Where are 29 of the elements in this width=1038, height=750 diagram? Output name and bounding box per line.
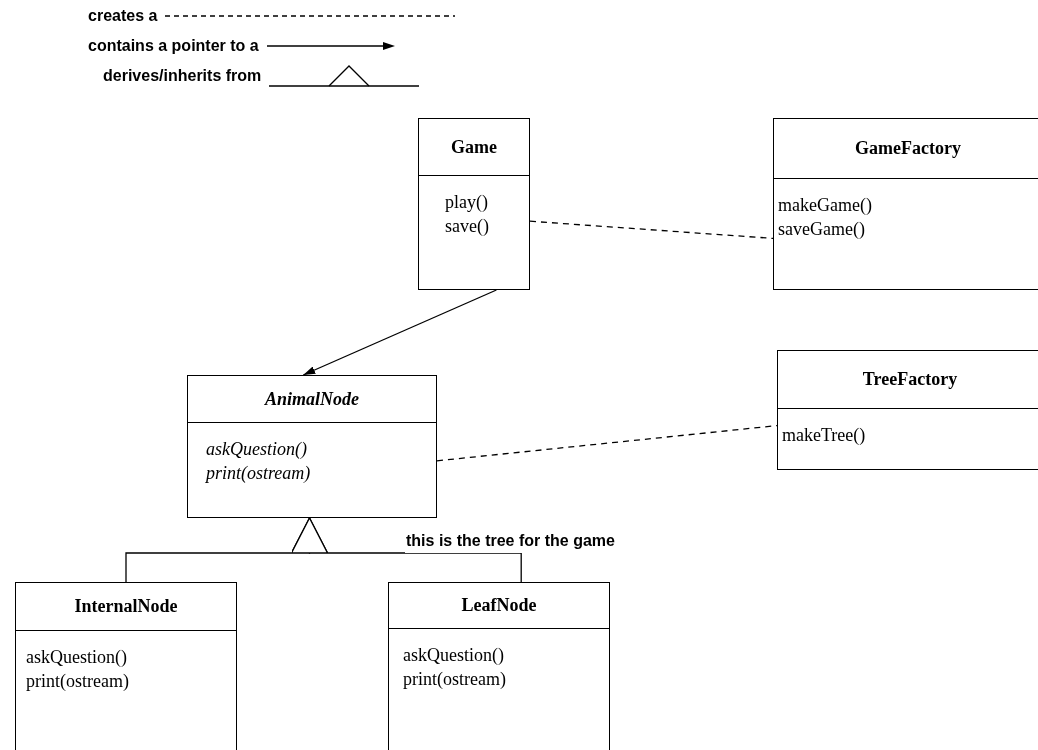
class-name: TreeFactory (862, 368, 958, 391)
legend-text: derives/inherits from (103, 66, 262, 86)
method-text: makeTree() (782, 424, 867, 447)
arrow (302, 289, 498, 376)
arrow (290, 517, 522, 583)
method-text: save() (445, 215, 490, 238)
class-box (15, 582, 237, 750)
class-name: LeafNode (461, 594, 537, 617)
legend-text: contains a pointer to a (88, 36, 259, 56)
method-text: saveGame() (778, 218, 866, 241)
dashed-line (529, 220, 774, 240)
method-text: askQuestion() (26, 646, 128, 669)
class-name: AnimalNode (265, 387, 359, 411)
method-text: makeGame() (778, 194, 873, 217)
class-box (777, 350, 1038, 470)
class-name: InternalNode (74, 595, 178, 618)
method-text: print(ostream) (26, 670, 130, 693)
class-box (773, 118, 1038, 290)
method-text: play() (445, 191, 489, 214)
class-box (388, 582, 610, 750)
method-text: print(ostream) (403, 668, 507, 691)
method-text: askQuestion() (403, 644, 505, 667)
legend-text: creates a (88, 6, 158, 26)
class-name: Game (451, 135, 497, 159)
class-name: GameFactory (855, 137, 961, 160)
class-box (418, 118, 530, 290)
method-text: print(ostream) (206, 462, 312, 485)
class-box (187, 375, 437, 518)
method-text: askQuestion() (206, 438, 308, 461)
